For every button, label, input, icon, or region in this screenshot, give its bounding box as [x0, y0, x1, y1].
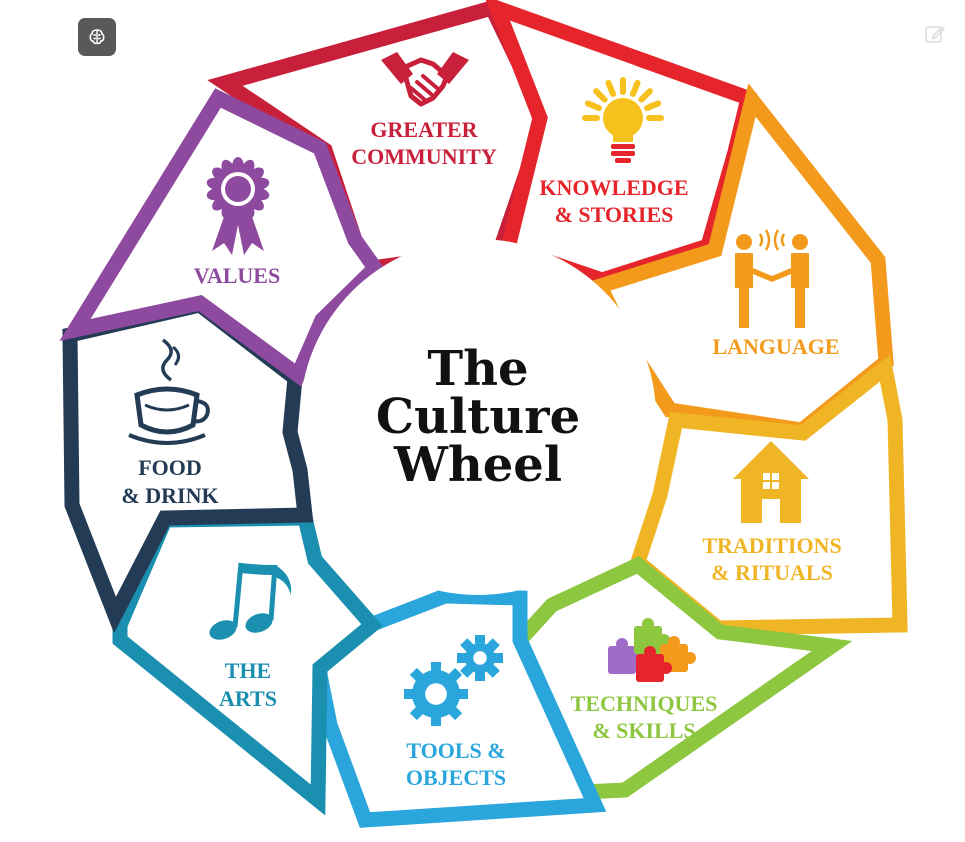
segment-label-language: LANGUAGE	[712, 334, 839, 359]
edit-button[interactable]	[923, 22, 947, 46]
segment-label-line: KNOWLEDGE	[539, 175, 688, 200]
handshake-icon	[381, 52, 469, 107]
title-line-3: Wheel	[393, 437, 562, 493]
segment-label-line: LANGUAGE	[712, 334, 839, 359]
segment-outline-food-drink	[62, 296, 314, 634]
edit-icon	[925, 25, 946, 43]
segment-label-values: VALUES	[194, 263, 280, 288]
segment-label-line: & RITUALS	[711, 560, 833, 585]
segment-label-line: THE	[225, 658, 271, 683]
segment-label-line: GREATER	[370, 117, 478, 142]
segment-label-line: OBJECTS	[406, 765, 506, 790]
brain-icon	[89, 29, 105, 45]
segment-outline-techniques-skills	[512, 556, 853, 803]
lightbulb-icon	[582, 77, 664, 163]
house-icon	[733, 441, 809, 523]
brain-tool-button[interactable]	[78, 18, 116, 56]
segment-label-line: COMMUNITY	[351, 144, 497, 169]
segment-label-line: & SKILLS	[592, 718, 695, 743]
segment-label-traditions-rituals: TRADITIONS& RITUALS	[702, 533, 841, 585]
gears-icon	[404, 635, 503, 726]
segment-label-line: & STORIES	[555, 202, 674, 227]
segment-label-food-drink: FOOD & DRINK	[121, 455, 218, 508]
coffee-cup-icon	[128, 338, 210, 445]
segment-label-line: VALUES	[194, 263, 280, 288]
puzzle-icon	[608, 618, 696, 682]
segment-label-knowledge-stories: KNOWLEDGE& STORIES	[539, 175, 688, 227]
segment-food-drink	[62, 296, 314, 634]
music-note-icon	[209, 562, 292, 640]
segment-label-the-arts: THE ARTS	[219, 658, 277, 711]
segment-label-techniques-skills: TECHNIQUES& SKILLS	[571, 691, 718, 743]
segment-label-line: TOOLS &	[406, 738, 505, 763]
center-circle: The Culture Wheel	[300, 239, 656, 595]
segment-label-line: FOOD	[138, 455, 202, 480]
title-line-2: Culture	[376, 389, 580, 445]
segment-label-line: TRADITIONS	[702, 533, 841, 558]
segment-label-tools-objects: TOOLS &OBJECTS	[406, 738, 506, 790]
segment-label-line: & DRINK	[121, 483, 218, 508]
segment-label-line: TECHNIQUES	[571, 691, 718, 716]
title-line-1: The	[427, 341, 528, 397]
people-talking-icon	[735, 229, 809, 328]
award-ribbon-icon	[206, 157, 270, 255]
segment-techniques-skills	[512, 556, 853, 803]
segment-label-line: ARTS	[219, 686, 277, 711]
